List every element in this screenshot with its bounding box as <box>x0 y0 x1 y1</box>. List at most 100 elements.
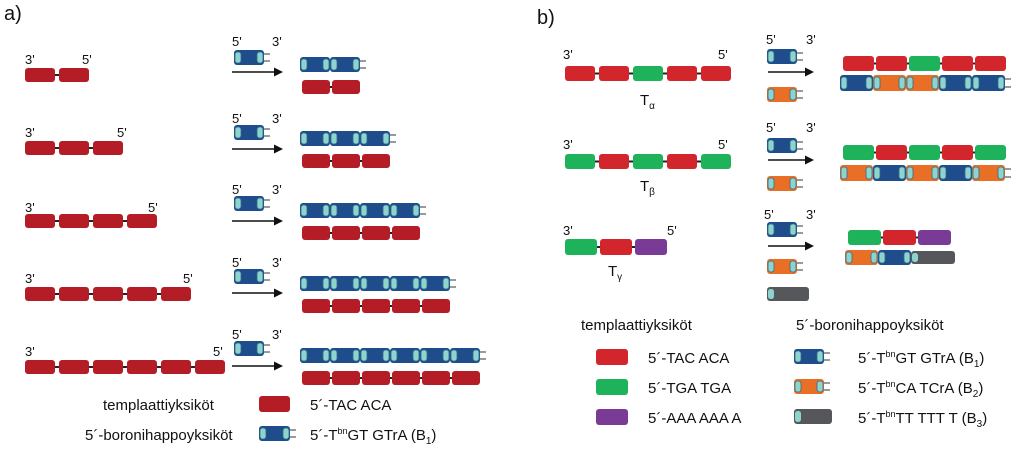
b-template-gamma-unit <box>565 239 597 255</box>
a-row5-product-chain-unit-cap-right <box>412 349 420 362</box>
b-template-gamma-unit <box>600 239 632 255</box>
b-legend-b3-pre: 5´-T <box>858 410 886 427</box>
b1-product-chain-unit-pin <box>1005 86 1011 88</box>
a-row3-product-chain-unit-cap-left <box>300 204 308 217</box>
b3-unit-5prime-label: 5' <box>764 207 774 222</box>
b3-boronic-unit-B1-cap-right <box>789 223 797 236</box>
b-legend-b2-sup: bn <box>885 379 896 389</box>
a3-unit-5prime-label: 5' <box>232 182 242 197</box>
a-row5-product-chain-unit-cap-right <box>382 349 390 362</box>
a1-unit-5prime-label: 5' <box>232 34 242 49</box>
a-row2-product-chain-unit-pin <box>390 134 396 136</box>
b2-product-chain-unit-cap-left <box>972 166 980 180</box>
b2-boronic-unit-B1 <box>767 138 797 153</box>
b1-product-chain-unit-cap-left <box>972 76 980 90</box>
a1-5prime-label: 5' <box>82 52 92 67</box>
b-template-alpha-unit <box>633 66 663 81</box>
a-legend-boronic-post: ) <box>431 427 437 444</box>
b1-product-template-unit <box>975 56 1006 71</box>
b2-5prime-label: 5' <box>718 137 728 152</box>
a-row3-product-template-unit <box>362 226 390 240</box>
a-row4-product-chain-unit-cap-left <box>420 277 428 290</box>
b-legend-b3-sub: 3 <box>976 419 983 430</box>
a-row4-product-template-unit <box>332 299 360 313</box>
a-row5-product-template-unit <box>422 371 450 385</box>
a-row4-product-chain-unit-cap-left <box>300 277 308 290</box>
b-legend-b3-mid: TT TTT T (B <box>895 410 977 427</box>
b1-product-chain-unit-pin <box>1005 78 1011 80</box>
b3-product-chain-unit-cap-right <box>903 251 911 264</box>
b2-product-chain-unit <box>972 165 1005 181</box>
a-row4-product-chain-unit-cap-left <box>390 277 398 290</box>
b-legend-boronic-3: 5´-TbnTT TTT T (B3) <box>858 410 987 430</box>
b2-product-chain-unit-cap-left <box>939 166 947 180</box>
b3-boronic-unit-B1-cap-left <box>767 223 775 236</box>
b3-arrow-head <box>805 241 814 251</box>
a-row4-boronic-unit-pin <box>264 279 270 281</box>
a3-3prime-label: 3' <box>25 200 35 215</box>
a5-3prime-label: 3' <box>25 344 35 359</box>
a4-unit-3prime-label: 3' <box>272 255 282 270</box>
a-row2-boronic-unit-pin <box>264 135 270 137</box>
b2-product-chain-unit-cap-left <box>906 166 914 180</box>
a-legend-boronic-sup: bn <box>337 426 348 436</box>
b-legend-boronic-title: 5´-boronihappoyksiköt <box>796 317 944 334</box>
a-row1-product-chain-unit <box>330 57 360 72</box>
b1-product-template-unit <box>843 56 874 71</box>
a-row5-template-unit <box>127 360 157 374</box>
b3-boronic-unit-B2 <box>767 259 797 274</box>
a-row5-product-chain-unit-cap-right <box>442 349 450 362</box>
a-row2-product-chain-unit-pin <box>390 141 396 143</box>
b1-boronic-unit-B1 <box>767 49 797 64</box>
b2-product-template-unit <box>942 145 973 160</box>
a-row5-product-chain-unit <box>450 348 480 363</box>
a-row2-boronic-unit <box>234 125 264 140</box>
a-row2-product-chain-unit-cap-left <box>300 132 308 145</box>
a-row4-product-chain-unit-cap-right <box>352 277 360 290</box>
a-row5-product-template-unit <box>302 371 330 385</box>
b-template-beta-unit <box>599 154 629 169</box>
a-row3-product-chain-unit <box>390 203 420 218</box>
b1-product-template-unit <box>909 56 940 71</box>
b-template-beta-unit <box>565 154 595 169</box>
a-row1-product-chain-unit-cap-right <box>322 58 330 71</box>
a1-unit-3prime-label: 3' <box>272 34 282 49</box>
a-row4-product-template-unit <box>422 299 450 313</box>
b2-product-chain-unit <box>906 165 939 181</box>
b1-product-chain-unit <box>840 75 873 91</box>
b-template-alpha-unit <box>565 66 595 81</box>
a-row3-boronic-unit <box>234 196 264 211</box>
a-row4-product-chain-unit-pin <box>450 279 456 281</box>
b2-product-chain-unit-cap-right <box>931 166 939 180</box>
panel-a-label: a) <box>4 3 22 25</box>
b2-product-chain-unit-cap-right <box>898 166 906 180</box>
b3-boronic-unit-B1-pin <box>797 232 803 234</box>
a3-5prime-label: 5' <box>148 200 158 215</box>
b1-product-chain-unit <box>972 75 1005 91</box>
a-row2-product-chain-unit-cap-left <box>360 132 368 145</box>
b1-unit-5prime-label: 5' <box>766 32 776 47</box>
b3-boronic-unit-B2-pin <box>797 262 803 264</box>
a-row1-product-chain-unit <box>300 57 330 72</box>
a-row5-template-unit <box>195 360 225 374</box>
b3-product-chain-unit <box>845 250 878 265</box>
b3-3prime-label: 3' <box>563 223 573 238</box>
b2-arrow-head <box>805 155 814 165</box>
b-legend-B2-swatch-cap-left <box>794 380 802 393</box>
b1-boronic-unit-B1-pin <box>797 59 803 61</box>
a-row4-boronic-unit-cap-right <box>256 270 264 283</box>
a-legend-template-swatch <box>259 396 290 412</box>
template-alpha-sub: α <box>649 101 655 112</box>
a-row2-product-chain-unit-cap-left <box>330 132 338 145</box>
b-legend-b2-sub: 2 <box>972 389 979 400</box>
a-row3-product-chain-unit-cap-right <box>412 204 420 217</box>
a-row5-boronic-unit-pin <box>264 344 270 346</box>
a-legend-boronic-swatch-pin <box>290 436 296 438</box>
b-legend-green-swatch <box>596 379 628 395</box>
b1-boronic-unit-B2-cap-left <box>767 88 775 101</box>
a-row4-boronic-unit <box>234 269 264 284</box>
a-row4-product-chain-unit <box>420 276 450 291</box>
a-row5-product-chain-unit-cap-right <box>322 349 330 362</box>
b-legend-b2-post: ) <box>978 380 984 397</box>
b1-3prime-label: 3' <box>563 47 573 62</box>
